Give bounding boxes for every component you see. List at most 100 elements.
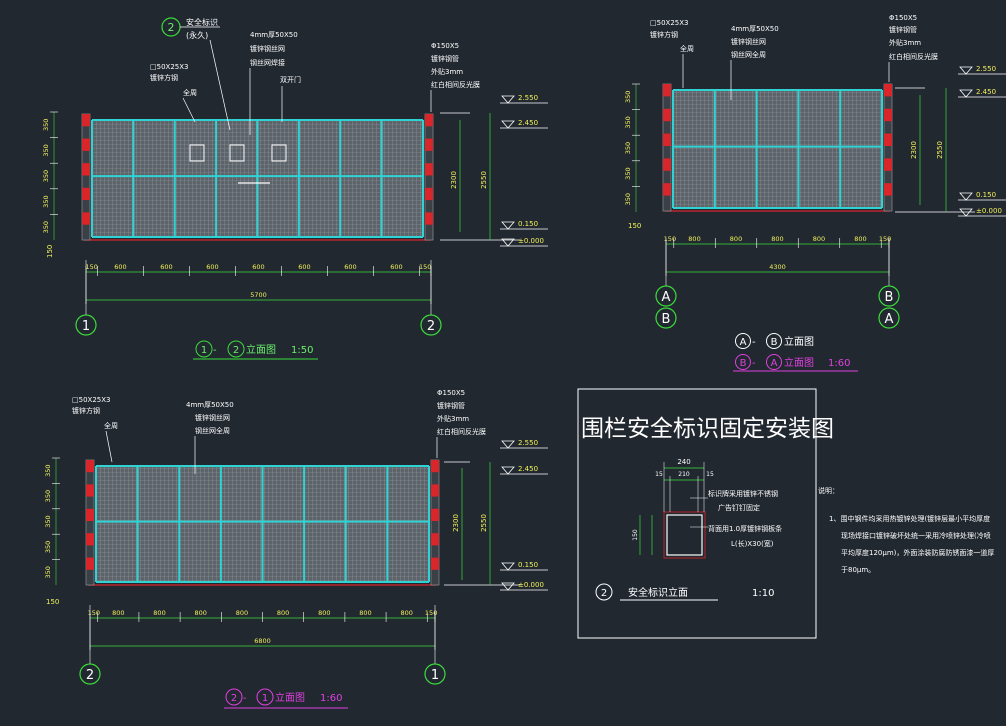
view2-mark-0: 350 bbox=[624, 91, 632, 103]
view2-bay-4: 800 bbox=[813, 235, 825, 243]
post-red-band bbox=[82, 163, 90, 176]
post-red-band bbox=[663, 133, 671, 146]
view2-title-text: 立面图 bbox=[784, 335, 814, 348]
post-red-band bbox=[431, 557, 439, 570]
view2-height-dim-2: 2550 bbox=[936, 141, 944, 159]
view2-level-0: 2.550 bbox=[976, 65, 996, 73]
view1-mark-3: 350 bbox=[42, 195, 50, 207]
view1-bay-3: 600 bbox=[206, 263, 218, 271]
view2-mark-2: 350 bbox=[624, 142, 632, 154]
view1-mark-2: 350 bbox=[42, 170, 50, 182]
view3-label-mesh-1: 4mm厚50X50 bbox=[186, 401, 234, 409]
view1-level-0: 2.550 bbox=[518, 94, 538, 102]
view1-bay-8: 150 bbox=[419, 263, 431, 271]
view3-label-mesh-3: 钢丝网全周 bbox=[195, 426, 230, 435]
detail-sign-drawing: 240 15 210 15 150 标识牌采用镀锌不锈钢 广告钉钉固定 背面用1… bbox=[632, 458, 782, 559]
view2-level-1: 2.450 bbox=[976, 88, 996, 96]
view1-level-triangle-0 bbox=[501, 95, 515, 104]
view3-bay-3: 800 bbox=[194, 609, 206, 617]
view2-fence bbox=[662, 83, 893, 212]
post-red-band bbox=[425, 163, 433, 176]
view2-post-right bbox=[883, 83, 893, 212]
view3-bay-4: 800 bbox=[236, 609, 248, 617]
view1-label-post-1: Φ150X5 bbox=[431, 42, 459, 50]
detail-note-c: 背面用1.0厚镀锌钢板条 bbox=[708, 524, 782, 533]
detail-dim-top-part-1: 15 bbox=[655, 471, 663, 478]
view1-bay-6: 600 bbox=[344, 263, 356, 271]
view3-level-triangle-0 bbox=[501, 440, 515, 449]
view2-level-3: ±0.000 bbox=[976, 207, 1002, 215]
notes-line-4: 于80μm。 bbox=[841, 566, 875, 574]
post-red-band bbox=[884, 183, 892, 196]
general-notes: 说明： 1、围中钢件均采用热镀锌处理(镀锌层最小平均厚度 现场焊接口镀锌破坏处统… bbox=[818, 486, 994, 574]
notes-line-2: 现场焊接口镀锌破坏处统一采用冷喷锌处理(冷喷 bbox=[841, 531, 991, 540]
post-red-band bbox=[884, 133, 892, 146]
view3-mark-0: 350 bbox=[44, 464, 52, 476]
view1-sign-1 bbox=[189, 144, 205, 162]
view1-height-dims: 2300 2550 bbox=[440, 112, 520, 241]
view1-level-1: 2.450 bbox=[518, 119, 538, 127]
view1-label-mesh-3: 钢丝网焊接 bbox=[250, 58, 285, 67]
view1-title-sep: - bbox=[213, 345, 217, 356]
view1-grid-left: 1 bbox=[82, 319, 90, 334]
post-red-band bbox=[663, 84, 671, 97]
view2-mark-1: 350 bbox=[624, 116, 632, 128]
post-red-band bbox=[884, 158, 892, 171]
view2-title-b2: B bbox=[740, 358, 747, 369]
view1-bay-7: 600 bbox=[390, 263, 402, 271]
view2-level-triangle-2 bbox=[959, 192, 973, 201]
notes-title: 说明： bbox=[818, 486, 839, 495]
view3-grid-left: 2 bbox=[86, 668, 94, 683]
view3-label-tube-3: 全周 bbox=[104, 421, 118, 430]
view1-bay-0: 150 bbox=[86, 263, 98, 271]
view1-height-dim-1: 2300 bbox=[450, 171, 458, 189]
view2-grid-right-top: B bbox=[885, 290, 894, 305]
view1-level-3: ±0.000 bbox=[518, 237, 544, 245]
view3-post-right bbox=[430, 459, 440, 586]
view2-title-sep: - bbox=[752, 337, 756, 348]
view3-total: 6800 bbox=[254, 637, 271, 645]
view2-bay-1: 800 bbox=[688, 235, 700, 243]
view2-label-post-3: 外贴3mm bbox=[889, 38, 921, 47]
post-red-band bbox=[86, 508, 94, 521]
view3-label-mesh-2: 镀锌钢丝网 bbox=[195, 413, 230, 422]
view2-grid-left-top: A bbox=[662, 290, 671, 305]
view2-bay-6: 150 bbox=[879, 235, 891, 243]
detail-callout-num: 2 bbox=[601, 588, 607, 599]
view1-callout-num: 2 bbox=[168, 21, 175, 34]
post-red-band bbox=[425, 212, 433, 225]
view2-mark-3: 350 bbox=[624, 167, 632, 179]
view2-level-triangle-1 bbox=[959, 89, 973, 98]
view3-height-dims: 2300 2550 bbox=[444, 461, 520, 586]
view2-title-text-2: 立面图 bbox=[784, 356, 814, 369]
detail-callout-bubble bbox=[595, 583, 613, 601]
view1-label-post-2: 镀锌钢管 bbox=[431, 54, 459, 63]
view1-label-gate: 双开门 bbox=[280, 75, 301, 84]
post-red-band bbox=[884, 108, 892, 122]
view3-label-post-1: Φ150X5 bbox=[437, 389, 465, 397]
view1-title-num-b: 2 bbox=[233, 345, 239, 356]
post-red-band bbox=[86, 484, 94, 497]
view2-level-marks: 2.550 2.450 0.150 ±0.000 bbox=[958, 65, 1006, 217]
view2-height-dim-1: 2300 bbox=[910, 141, 918, 159]
post-red-band bbox=[82, 187, 90, 201]
view1-label-post-4: 红白相间反光膜 bbox=[431, 80, 480, 89]
detail-note-b: 广告钉钉固定 bbox=[718, 503, 760, 512]
view2-level-2: 0.150 bbox=[976, 191, 996, 199]
view1-label-tube-3: 全周 bbox=[183, 88, 197, 97]
notes-line-3: 平均厚度120μm)，外面涂装防腐防锈面漆一道厚 bbox=[841, 548, 994, 557]
post-red-band bbox=[86, 557, 94, 570]
detail-dim-top-part-3: 15 bbox=[706, 471, 714, 478]
view2-total: 4300 bbox=[769, 263, 786, 271]
view2-mark-4: 350 bbox=[624, 193, 632, 205]
sign-detail-panel: 围栏安全标识固定安装图 240 15 210 15 150 标识牌采用镀锌不锈钢… bbox=[577, 388, 834, 639]
view1-total: 5700 bbox=[250, 291, 267, 299]
view2-title-a: A bbox=[740, 337, 747, 348]
view1-sign-3 bbox=[271, 144, 287, 162]
view1-bay-4: 600 bbox=[252, 263, 264, 271]
view2-post-left bbox=[662, 83, 672, 212]
view2-title: A - B 立面图 B - A 立面图 1:60 bbox=[733, 333, 858, 372]
